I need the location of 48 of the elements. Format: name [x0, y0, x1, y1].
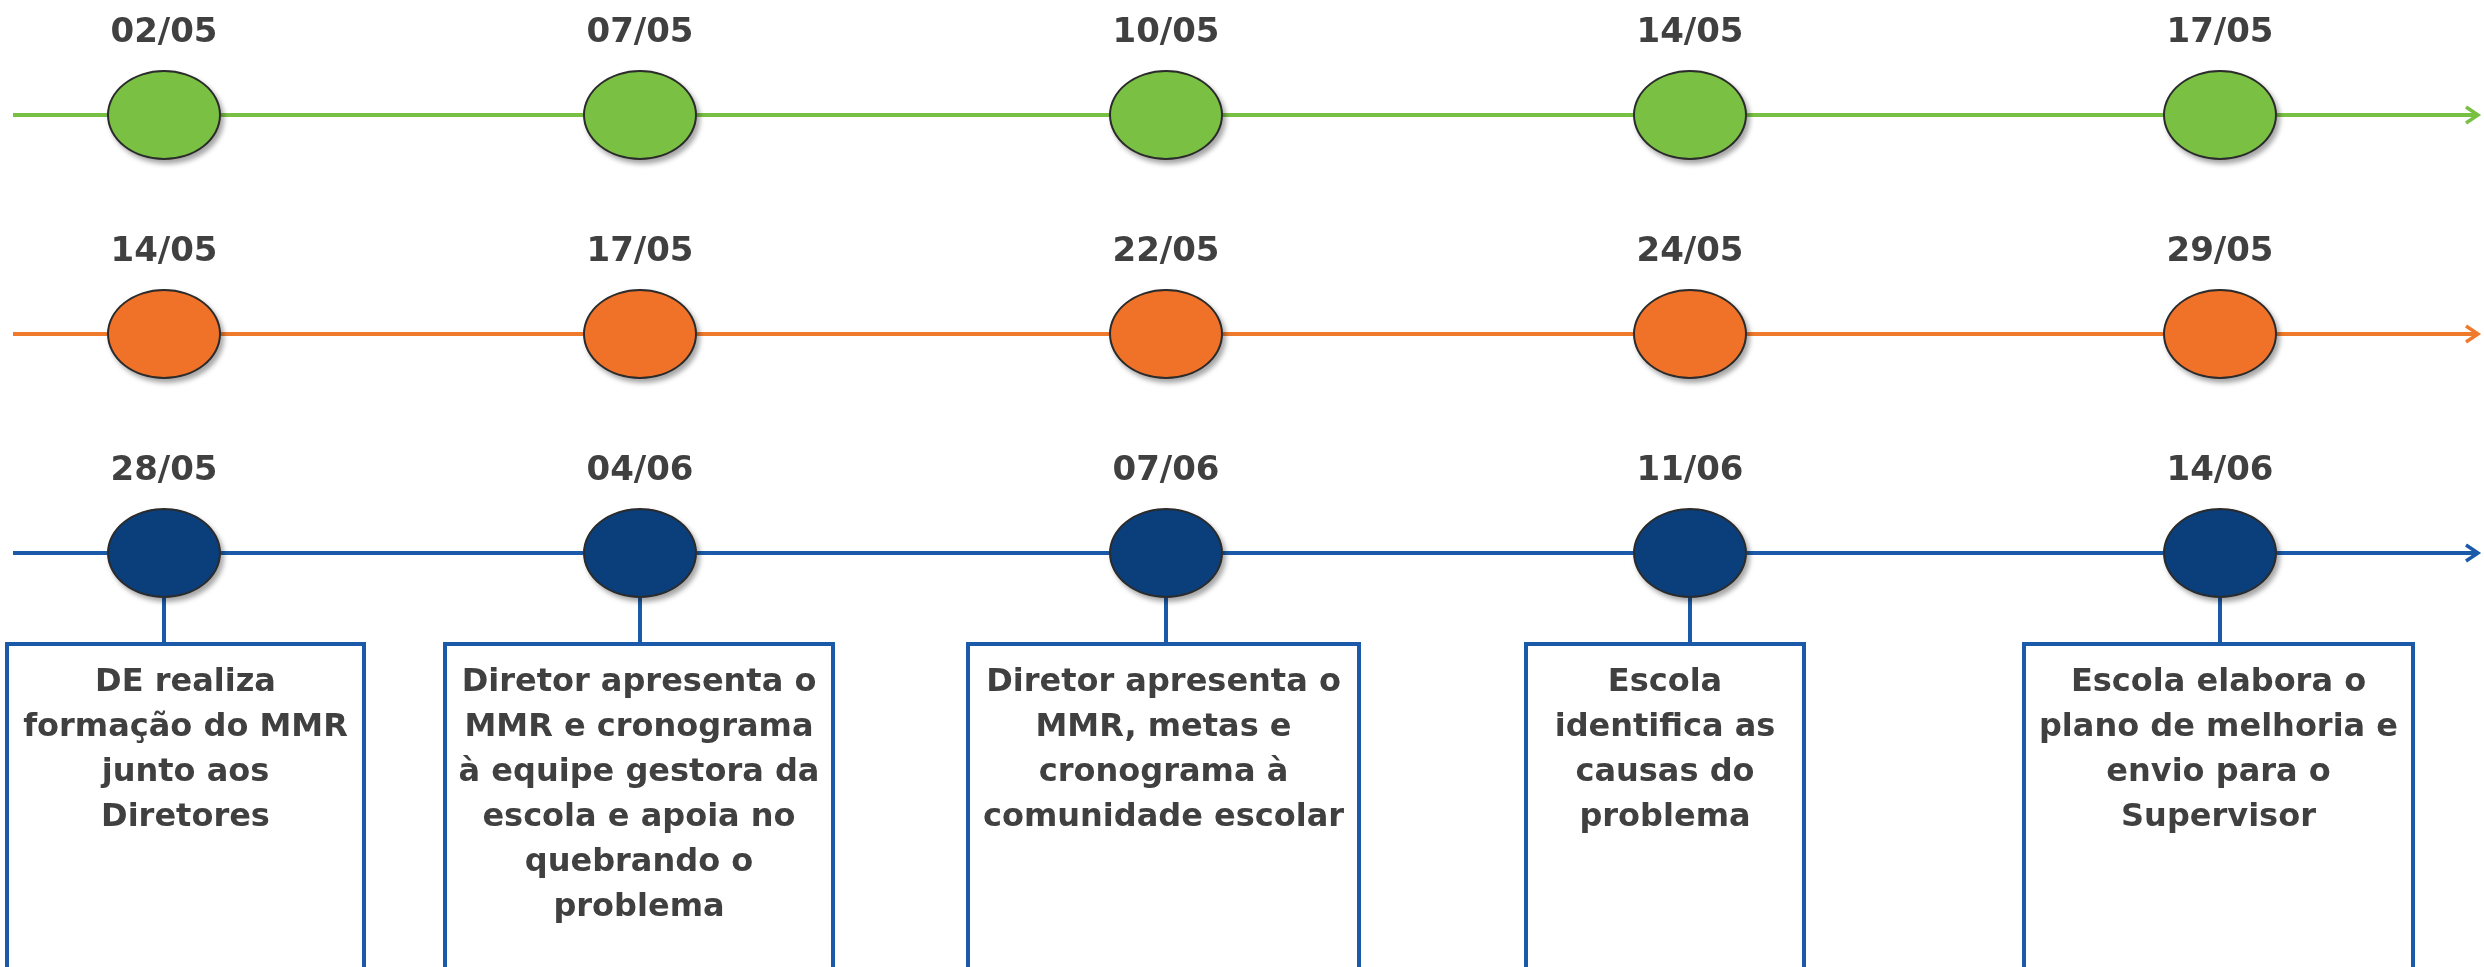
date-label: 17/05	[2165, 10, 2275, 50]
date-label: 14/05	[109, 229, 219, 269]
connector-line	[1223, 113, 1633, 117]
connector-line	[13, 332, 107, 336]
connector-line	[13, 551, 107, 555]
connector-line	[1747, 332, 2163, 336]
connector-line	[221, 551, 583, 555]
connector-line	[2218, 598, 2222, 642]
date-label: 02/05	[109, 10, 219, 50]
timeline-arrow	[2277, 105, 2480, 125]
description-text: Diretor apresenta o MMR, metas e cronograma à comunidade escolar	[981, 660, 1346, 836]
connector-line	[1164, 598, 1168, 642]
description-text: Diretor apresenta o MMR e cronograma à equipe gestora da escola e apoia no quebrando o problema	[457, 660, 821, 926]
date-label: 14/06	[2165, 448, 2275, 488]
description-box	[1524, 642, 1806, 967]
date-label: 14/05	[1635, 10, 1745, 50]
description-box	[966, 642, 1361, 967]
date-label: 10/05	[1111, 10, 1221, 50]
timeline-arrow	[2277, 543, 2480, 563]
date-label: 28/05	[109, 448, 219, 488]
description-box	[2022, 642, 2415, 967]
date-label: 24/05	[1635, 229, 1745, 269]
description-box	[443, 642, 835, 967]
timeline-arrow	[2277, 324, 2480, 344]
connector-line	[1688, 598, 1692, 642]
description-box	[5, 642, 366, 967]
connector-line	[221, 113, 583, 117]
date-label: 07/05	[585, 10, 695, 50]
connector-line	[638, 598, 642, 642]
connector-line	[1747, 113, 2163, 117]
connector-line	[697, 551, 1109, 555]
connector-line	[162, 598, 166, 642]
date-label: 17/05	[585, 229, 695, 269]
description-text: Escola identifica as causas do problema	[1553, 660, 1777, 836]
connector-line	[697, 332, 1109, 336]
connector-line	[1747, 551, 2163, 555]
description-text: DE realiza formação do MMR junto aos Diretores	[22, 660, 349, 836]
description-text: Escola elabora o plano de melhoria e envio para o Supervisor	[2037, 660, 2400, 836]
date-label: 29/05	[2165, 229, 2275, 269]
connector-line	[221, 332, 583, 336]
date-label: 04/06	[585, 448, 695, 488]
date-label: 07/06	[1111, 448, 1221, 488]
connector-line	[1223, 551, 1633, 555]
connector-line	[13, 113, 107, 117]
connector-line	[1223, 332, 1633, 336]
date-label: 11/06	[1635, 448, 1745, 488]
date-label: 22/05	[1111, 229, 1221, 269]
connector-line	[697, 113, 1109, 117]
